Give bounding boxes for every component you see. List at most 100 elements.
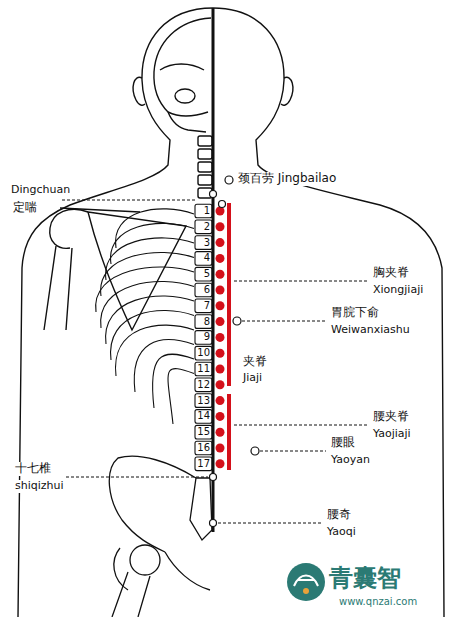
humerus-head: [50, 209, 88, 248]
trochanter: [114, 548, 128, 590]
jiaji-point: [216, 428, 225, 437]
callout-number: 8: [204, 317, 210, 327]
rib: [101, 281, 194, 328]
vertebra: [195, 204, 212, 218]
pubis: [165, 552, 210, 590]
ear: [133, 77, 145, 105]
leader-line: [260, 451, 326, 452]
acupoint: [219, 201, 226, 208]
leader-line: [218, 523, 322, 524]
callout-number: 3: [204, 238, 210, 248]
callout-number: 12: [197, 380, 210, 390]
point-label: 胸夹脊: [372, 266, 410, 280]
pelvis: [109, 456, 212, 617]
vertebra: [195, 441, 212, 455]
skull-fossa: [175, 89, 195, 103]
point-label: 腰夹脊: [372, 410, 410, 424]
jiaji-point: [216, 444, 225, 453]
acupoint: [210, 191, 217, 198]
body-right: [213, 8, 444, 617]
callout-number: 11: [197, 364, 210, 374]
vertebra: [195, 346, 212, 360]
humerus: [44, 246, 72, 330]
callout-number: 10: [197, 348, 210, 358]
rib: [106, 296, 194, 344]
point-label: 颈百劳 Jingbailao: [237, 172, 337, 186]
jiaji-points: [216, 207, 225, 469]
jiaji-bar: [227, 203, 231, 386]
skull-suture: [160, 64, 204, 70]
leader-line: [66, 477, 208, 478]
jiaji-point: [216, 238, 225, 247]
jiaji-point: [216, 222, 225, 231]
cervical-vertebra: [198, 162, 212, 172]
rib: [106, 238, 194, 280]
jiaji-point: [216, 270, 225, 279]
cervical-vertebra: [198, 136, 212, 146]
callout-number: 13: [197, 396, 210, 406]
acupoint: [251, 447, 259, 455]
vertebra: [195, 220, 212, 234]
vertebra: [195, 425, 212, 439]
vertebrae: [195, 204, 212, 470]
vertebra: [195, 267, 212, 281]
vertebra: [195, 252, 212, 266]
logo-disc: [287, 563, 325, 601]
point-label: 十七椎: [14, 462, 52, 476]
callout-number: 17: [197, 459, 210, 469]
vertebra: [195, 378, 212, 392]
point-label: 定喘: [12, 201, 38, 215]
point-label: 胃脘下俞: [330, 306, 380, 320]
midline: [212, 8, 215, 532]
clavicle: [60, 208, 140, 212]
jiaji-point: [216, 333, 225, 342]
callout-number: 4: [204, 253, 210, 263]
point-label: Xiongjiaji: [372, 284, 424, 297]
leader-line: [62, 200, 196, 201]
callout-number: 2: [204, 222, 210, 232]
rib: [111, 223, 194, 264]
callout-number: 6: [204, 285, 210, 295]
watermark: 青囊智: [328, 565, 402, 593]
acupoint: [225, 176, 233, 184]
skull: [154, 18, 211, 132]
logo-dot: [303, 588, 309, 594]
acupoint: [210, 474, 217, 481]
cervical-vertebra: [198, 149, 212, 159]
callout-number: 1: [204, 206, 210, 216]
jiaji-point: [216, 380, 225, 389]
vertebra: [195, 457, 212, 471]
vertebra: [195, 283, 212, 297]
rib: [116, 209, 194, 248]
callout-number: 5: [204, 269, 210, 279]
vertebra: [195, 410, 212, 424]
jiaji-bar: [227, 394, 231, 470]
callout-number: 9: [204, 332, 210, 342]
point-label: Yaoyan: [330, 454, 371, 467]
leader-line: [234, 425, 368, 426]
scapula: [88, 212, 186, 330]
body-left: [18, 8, 213, 617]
logo: [287, 563, 325, 601]
vertebra: [195, 315, 212, 329]
point-label: 腰眼: [330, 436, 356, 450]
jiaji-point: [216, 459, 225, 468]
jiaji-point: [216, 254, 225, 263]
vertebra: [195, 299, 212, 313]
point-label: shiqizhui: [14, 480, 65, 493]
sacrum: [190, 478, 212, 540]
callout-number: 14: [197, 411, 210, 421]
leader-lines: [62, 200, 368, 523]
acupoint: [233, 317, 241, 325]
logo-mark: [294, 576, 318, 587]
leader-line: [234, 281, 368, 282]
ribs: [96, 209, 194, 424]
rib: [101, 252, 194, 296]
rib: [168, 369, 194, 424]
callout-number: 16: [197, 443, 210, 453]
acupoint: [210, 520, 217, 527]
vertebra: [195, 394, 212, 408]
rib: [111, 311, 194, 360]
vertebra: [195, 331, 212, 345]
